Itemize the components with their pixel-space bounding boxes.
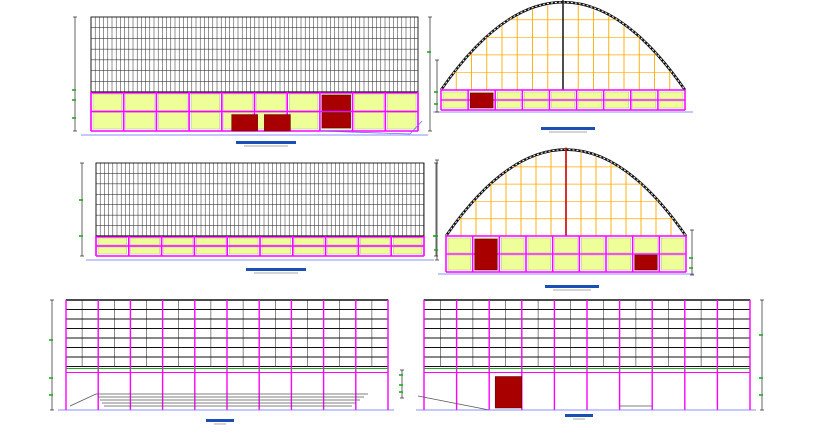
glazing-panel: [327, 237, 357, 246]
glazing-panel: [125, 93, 155, 111]
section-2: [416, 299, 764, 420]
glazing-panel: [554, 254, 578, 271]
glazing-panel: [497, 91, 521, 100]
glazing-panel: [387, 112, 417, 130]
glazing-panel: [393, 237, 423, 246]
door-panel: [264, 114, 291, 132]
arch-elevation-1: [433, 0, 693, 133]
glazing-panel: [393, 246, 423, 255]
glazing-panel: [163, 246, 193, 255]
ramp-line: [409, 120, 423, 135]
door-panel: [469, 92, 494, 109]
drawing-title-tag: [565, 414, 593, 417]
glazing-panel: [605, 100, 629, 109]
side-elevation-2: [79, 162, 438, 274]
glazing-panel: [190, 93, 220, 111]
glazing-panel: [163, 237, 193, 246]
glazing-panel: [527, 254, 551, 271]
glazing-panel: [527, 237, 551, 254]
glazing-panel: [554, 237, 578, 254]
arch-elevation-2: [434, 147, 694, 291]
glazing-panel: [607, 254, 631, 271]
glazing-panel: [447, 254, 471, 271]
drawing-title-tag: [545, 285, 599, 288]
glazing-panel: [158, 93, 188, 111]
door-panel: [231, 114, 258, 132]
glazing-panel: [634, 237, 658, 254]
glazing-panel: [130, 237, 160, 246]
bleacher-edge: [69, 393, 97, 407]
glazing-panel: [632, 91, 657, 100]
glazing-panel: [294, 246, 324, 255]
glazing-panel: [223, 93, 253, 111]
glazing-panel: [97, 237, 127, 246]
glazing-panel: [158, 112, 188, 130]
glazing-panel: [125, 112, 155, 130]
glazing-panel: [605, 91, 629, 100]
glazing-panel: [327, 246, 357, 255]
glazing-panel: [261, 246, 291, 255]
section-1: [49, 299, 404, 425]
drawing-title-tag: [236, 141, 296, 144]
door-panel: [494, 376, 523, 409]
side-elevation-1: [72, 16, 432, 147]
door-panel: [321, 94, 351, 111]
glazing-panel: [661, 254, 685, 271]
glazing-panel: [190, 112, 220, 130]
glazing-panel: [289, 112, 319, 130]
drawing-title-tag: [206, 419, 234, 422]
glazing-panel: [196, 237, 226, 246]
glazing-panel: [289, 93, 319, 111]
glazing-panel: [659, 100, 684, 109]
glazing-panel: [632, 100, 657, 109]
door-panel: [321, 112, 351, 129]
glazing-panel: [581, 254, 605, 271]
glazing-panel: [524, 100, 548, 109]
glazing-panel: [578, 91, 602, 100]
glazing-panel: [97, 246, 127, 255]
glazing-panel: [581, 237, 605, 254]
glazing-panel: [551, 91, 575, 100]
roof-outline: [90, 16, 419, 93]
glazing-panel: [387, 93, 417, 111]
glazing-panel: [130, 246, 160, 255]
glazing-panel: [447, 237, 471, 254]
glazing-panel: [551, 100, 575, 109]
drawing-title-tag: [541, 127, 595, 130]
glazing-panel: [360, 246, 390, 255]
glazing-panel: [354, 93, 384, 111]
glazing-panel: [360, 237, 390, 246]
glazing-panel: [442, 100, 467, 109]
glazing-panel: [256, 93, 286, 111]
glazing-panel: [501, 237, 525, 254]
glazing-panel: [607, 237, 631, 254]
ramp-line: [417, 395, 490, 411]
glazing-panel: [501, 254, 525, 271]
glazing-panel: [497, 100, 521, 109]
glazing-panel: [659, 91, 684, 100]
glazing-panel: [294, 237, 324, 246]
glazing-panel: [354, 112, 384, 130]
glazing-panel: [261, 237, 291, 246]
glazing-panel: [442, 91, 467, 100]
glazing-panel: [92, 93, 122, 111]
door-panel: [634, 254, 658, 271]
ramp-line: [319, 130, 411, 135]
glazing-panel: [196, 246, 226, 255]
glazing-panel: [92, 112, 122, 130]
glazing-panel: [524, 91, 548, 100]
drawing-title-tag: [246, 268, 306, 271]
door-panel: [474, 238, 498, 271]
glazing-panel: [229, 237, 259, 246]
glazing-panel: [229, 246, 259, 255]
glazing-panel: [661, 237, 685, 254]
glazing-panel: [578, 100, 602, 109]
